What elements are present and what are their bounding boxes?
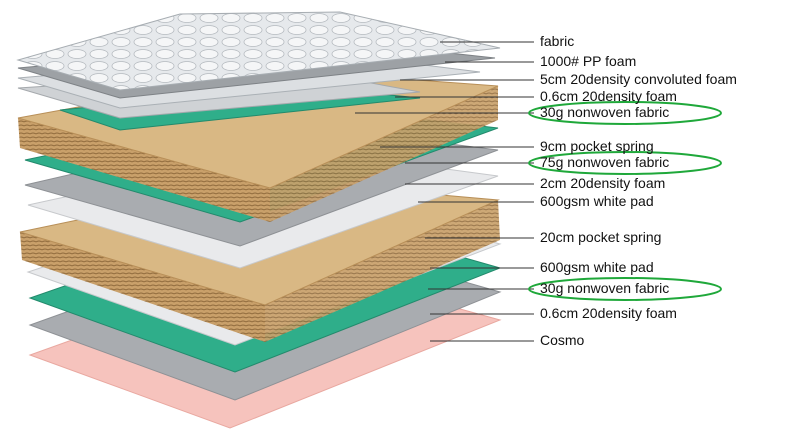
layer-spring-9cm-side-right bbox=[270, 86, 498, 222]
layer-spring-9cm-side-left bbox=[18, 118, 270, 222]
layer-label: fabric bbox=[540, 33, 575, 49]
layer-label: 20cm pocket spring bbox=[540, 229, 662, 245]
highlight-ring bbox=[528, 151, 722, 175]
layer-label: 5cm 20density convoluted foam bbox=[540, 71, 737, 87]
layer-label: 0.6cm 20density foam bbox=[540, 305, 677, 321]
layer-fabric-top bbox=[16, 11, 501, 91]
layer-label: 0.6cm 20density foam bbox=[540, 88, 677, 104]
layer-label: 30g nonwoven fabric bbox=[540, 280, 670, 296]
layer-label: 600gsm white pad bbox=[540, 193, 654, 209]
leader-lines bbox=[355, 41, 534, 342]
layer-label: 9cm pocket spring bbox=[540, 138, 654, 154]
layer-spring-20cm-side-left bbox=[20, 232, 265, 342]
layer-label: 30g nonwoven fabric bbox=[540, 104, 670, 120]
highlight-ring bbox=[528, 101, 722, 125]
layer-label: 1000# PP foam bbox=[540, 53, 637, 69]
highlight-rings bbox=[528, 101, 722, 301]
layer-label: 2cm 20density foam bbox=[540, 175, 666, 191]
layer-label: Cosmo bbox=[540, 332, 585, 348]
layer-spring-20cm-side-right bbox=[265, 200, 500, 342]
layer-label: 75g nonwoven fabric bbox=[540, 154, 670, 170]
highlight-ring bbox=[528, 277, 722, 301]
layer-label: 600gsm white pad bbox=[540, 259, 654, 275]
